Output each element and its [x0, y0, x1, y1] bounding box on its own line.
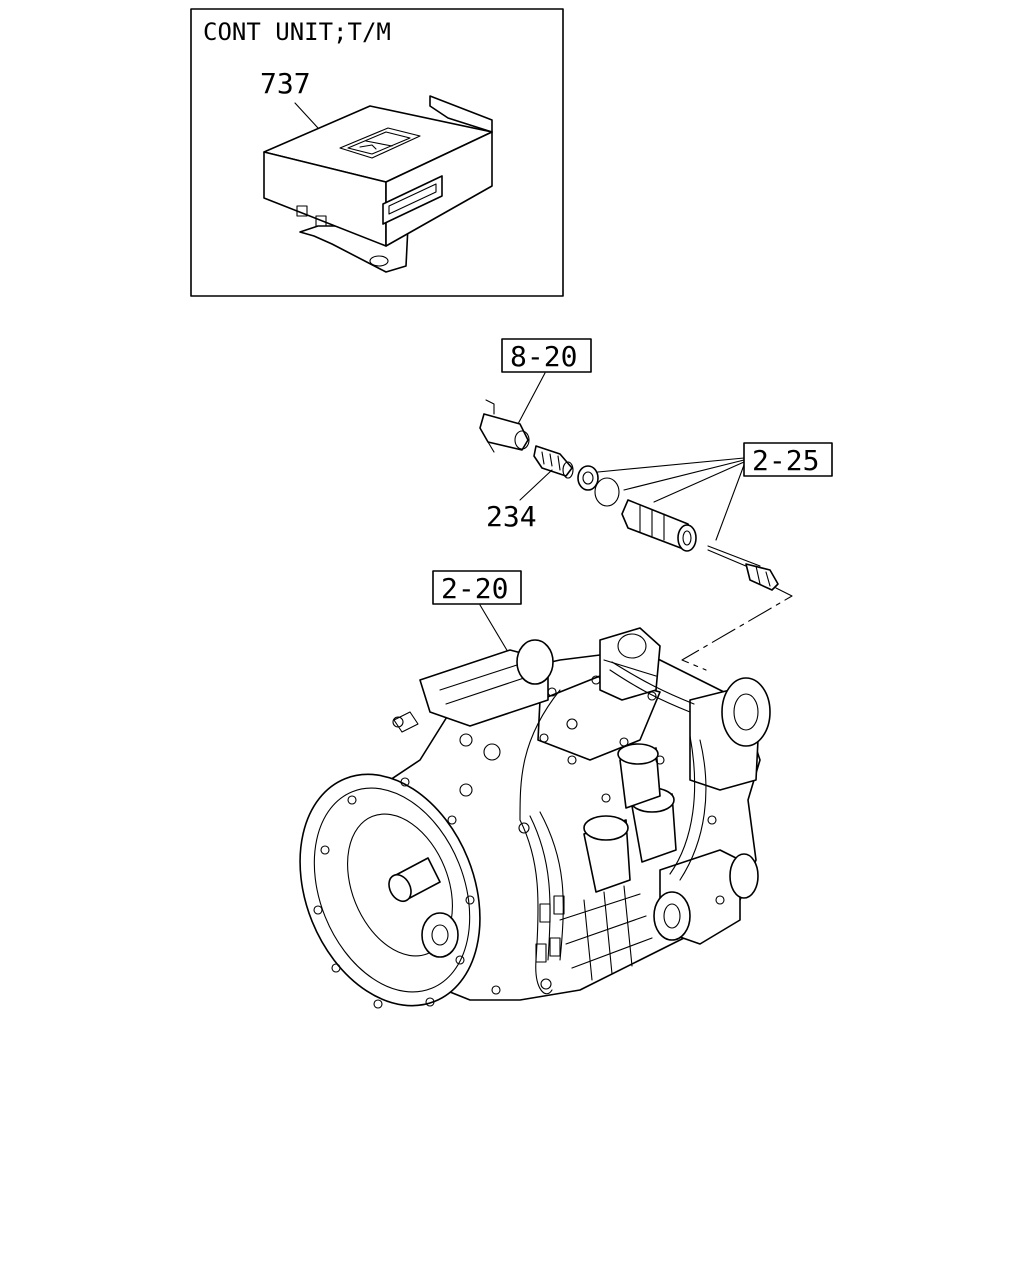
shift-actuator	[392, 639, 554, 733]
speed-sensor-illustration	[533, 445, 574, 479]
case-ribs	[559, 885, 653, 981]
transmission-illustration	[299, 627, 771, 1009]
leader-8-20	[517, 372, 546, 425]
o-ring-illustration	[594, 477, 620, 507]
ref-box-2-20[interactable]	[432, 570, 522, 605]
output-flange	[689, 677, 771, 791]
part-number-737[interactable]: 737	[260, 67, 311, 100]
control-unit-inset: CONT UNIT;T/M 737	[190, 8, 564, 297]
ref-box-8-20[interactable]	[501, 338, 592, 373]
part-234-group: 234	[486, 445, 574, 533]
part-number-234[interactable]: 234	[486, 500, 537, 533]
case-bolts	[459, 733, 725, 995]
leader-737	[294, 102, 319, 129]
ref-label-2-20: 2-20	[441, 572, 508, 605]
inset-title: CONT UNIT;T/M	[203, 18, 391, 46]
driven-gear-illustration	[707, 545, 779, 591]
solenoid-cylinders	[583, 743, 677, 893]
ref-2-25-group: 2-25	[577, 442, 833, 591]
harness-connectors	[535, 895, 565, 990]
right-actuator	[599, 627, 661, 701]
ref-8-20-group: 8-20	[479, 338, 592, 453]
bushing-illustration	[577, 465, 599, 491]
wiring-harness	[519, 661, 707, 995]
leaders-2-25	[597, 457, 745, 541]
control-unit-illustration	[263, 95, 493, 273]
leader-234	[519, 469, 553, 501]
ref-label-8-20: 8-20	[510, 340, 577, 373]
harness-connector-illustration	[479, 399, 530, 453]
sleeve-illustration	[621, 499, 697, 552]
leader-2-20	[479, 604, 509, 653]
input-shaft	[388, 857, 459, 958]
ref-2-20-group: 2-20	[432, 570, 522, 653]
install-location-leader	[681, 587, 793, 671]
ref-label-2-25: 2-25	[752, 444, 819, 477]
lower-bracket	[653, 849, 759, 945]
inset-frame	[190, 8, 564, 297]
